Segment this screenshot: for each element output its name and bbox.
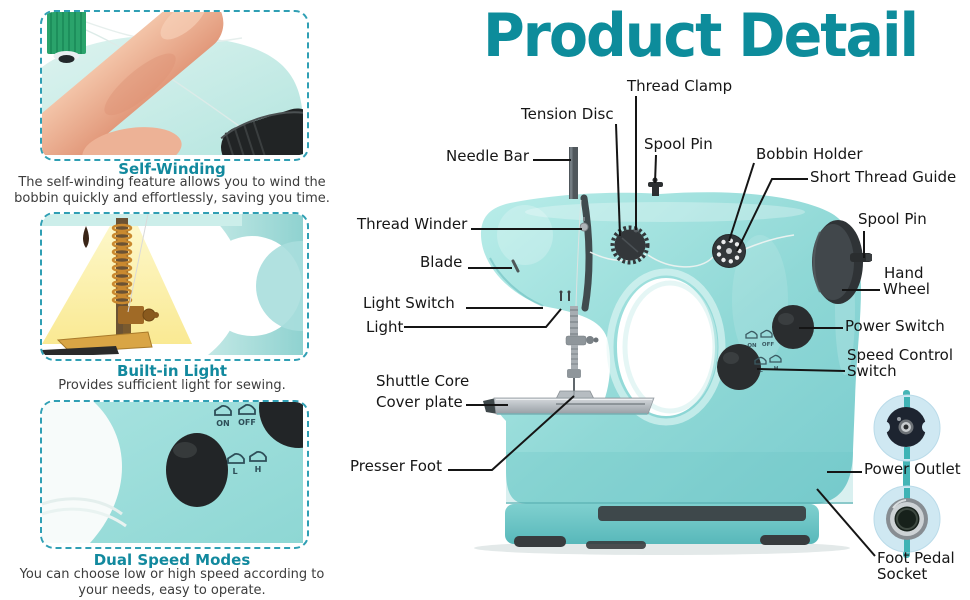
knob-photo: [259, 402, 303, 448]
label-power-outlet: Power Outlet: [864, 460, 961, 478]
label-spool-pin-right: Spool Pin: [858, 210, 927, 228]
dual-speed-photo: ON OFF L H: [42, 402, 303, 543]
off-marking: OFF: [762, 342, 774, 348]
label-blade: Blade: [420, 253, 463, 271]
self-winding-photo: [42, 12, 303, 155]
thread-tail: [83, 226, 89, 248]
machine-base: [505, 504, 819, 549]
machine-shadow: [474, 541, 850, 555]
label-bobbin-holder: Bobbin Holder: [756, 145, 863, 163]
label-thread-clamp: Thread Clamp: [627, 77, 733, 95]
panel-markings-text: ON OFF L H: [216, 418, 261, 476]
presser-foot-photo: [56, 331, 153, 353]
low-marking: L: [759, 368, 763, 374]
cover-plate: [483, 397, 655, 415]
label-foot-pedal-2: Socket: [877, 565, 928, 583]
label-power-switch: Power Switch: [845, 317, 945, 335]
desc-self-winding: The self-winding feature allows you to w…: [14, 175, 330, 206]
label-presser-foot: Presser Foot: [350, 457, 442, 475]
label-cover-plate: Cover plate: [376, 393, 463, 411]
label-foot-pedal-1: Foot Pedal: [877, 549, 955, 567]
machine-markings-icons: [745, 329, 782, 365]
hand-wheel: [812, 220, 872, 304]
panel-self-winding-photo: [40, 10, 309, 161]
panel-markings-icons: [214, 403, 267, 464]
label-needle-bar: Needle Bar: [446, 147, 530, 165]
label-light: Light: [366, 318, 404, 336]
on-marking: ON: [216, 419, 230, 428]
caption-dual-speed: Dual Speed Modes: [93, 551, 251, 569]
built-in-light-photo: [42, 214, 303, 355]
label-light-switch: Light Switch: [363, 294, 455, 312]
caption-self-winding: Self-Winding: [118, 160, 226, 178]
on-marking: ON: [747, 343, 757, 349]
speed-control-switch: [717, 344, 761, 390]
machine-body: [480, 192, 861, 504]
needle-assembly: [555, 306, 599, 400]
needle-bar: [569, 147, 578, 199]
label-speed-control-2: Switch: [847, 362, 897, 380]
needle-mechanism-photo: [42, 214, 159, 355]
label-shuttle-core: Shuttle Core: [376, 372, 470, 390]
white-reflection: [42, 402, 122, 543]
blade: [511, 259, 520, 273]
page-title: Product Detail: [482, 2, 919, 71]
arm-seam: [580, 194, 593, 312]
label-thread-winder: Thread Winder: [357, 215, 468, 233]
label-speed-control-1: Speed Control: [847, 346, 954, 364]
label-spool-pin-top: Spool Pin: [644, 135, 713, 153]
label-hand-wheel-2: Wheel: [883, 280, 930, 298]
power-switch-highlight: [778, 313, 794, 325]
label-hand-wheel-1: Hand: [884, 264, 924, 282]
bobbin-holder: [712, 234, 746, 268]
foot-pedal-socket-inset: [873, 485, 941, 553]
label-tension-disc: Tension Disc: [521, 105, 614, 123]
low-marking: L: [232, 467, 237, 476]
machine-top-edge: [42, 214, 242, 226]
desc-built-in-light: Provides sufficient light for sewing.: [58, 378, 286, 393]
thumb: [82, 127, 182, 155]
caption-built-in-light: Built-in Light: [116, 362, 228, 380]
power-outlet-inset: [873, 394, 941, 462]
high-marking: H: [255, 465, 262, 474]
label-short-thread-guide: Short Thread Guide: [810, 168, 957, 186]
thread-line: [127, 214, 149, 313]
leader-lines: [404, 96, 880, 557]
green-thread-spool: [47, 12, 86, 63]
light-switch: [559, 290, 571, 301]
speed-switch-highlight: [723, 352, 739, 364]
panel-built-in-light-photo: [40, 212, 309, 361]
finger: [42, 12, 224, 155]
panel-dual-speed-photo: ON OFF L H: [40, 400, 309, 549]
tension-disc: [610, 225, 650, 265]
hand-wheel-photo: [220, 108, 303, 155]
off-marking: OFF: [238, 418, 256, 427]
speed-knob-photo: [166, 433, 228, 507]
desc-dual-speed: You can choose low or high speed accordi…: [19, 567, 325, 598]
